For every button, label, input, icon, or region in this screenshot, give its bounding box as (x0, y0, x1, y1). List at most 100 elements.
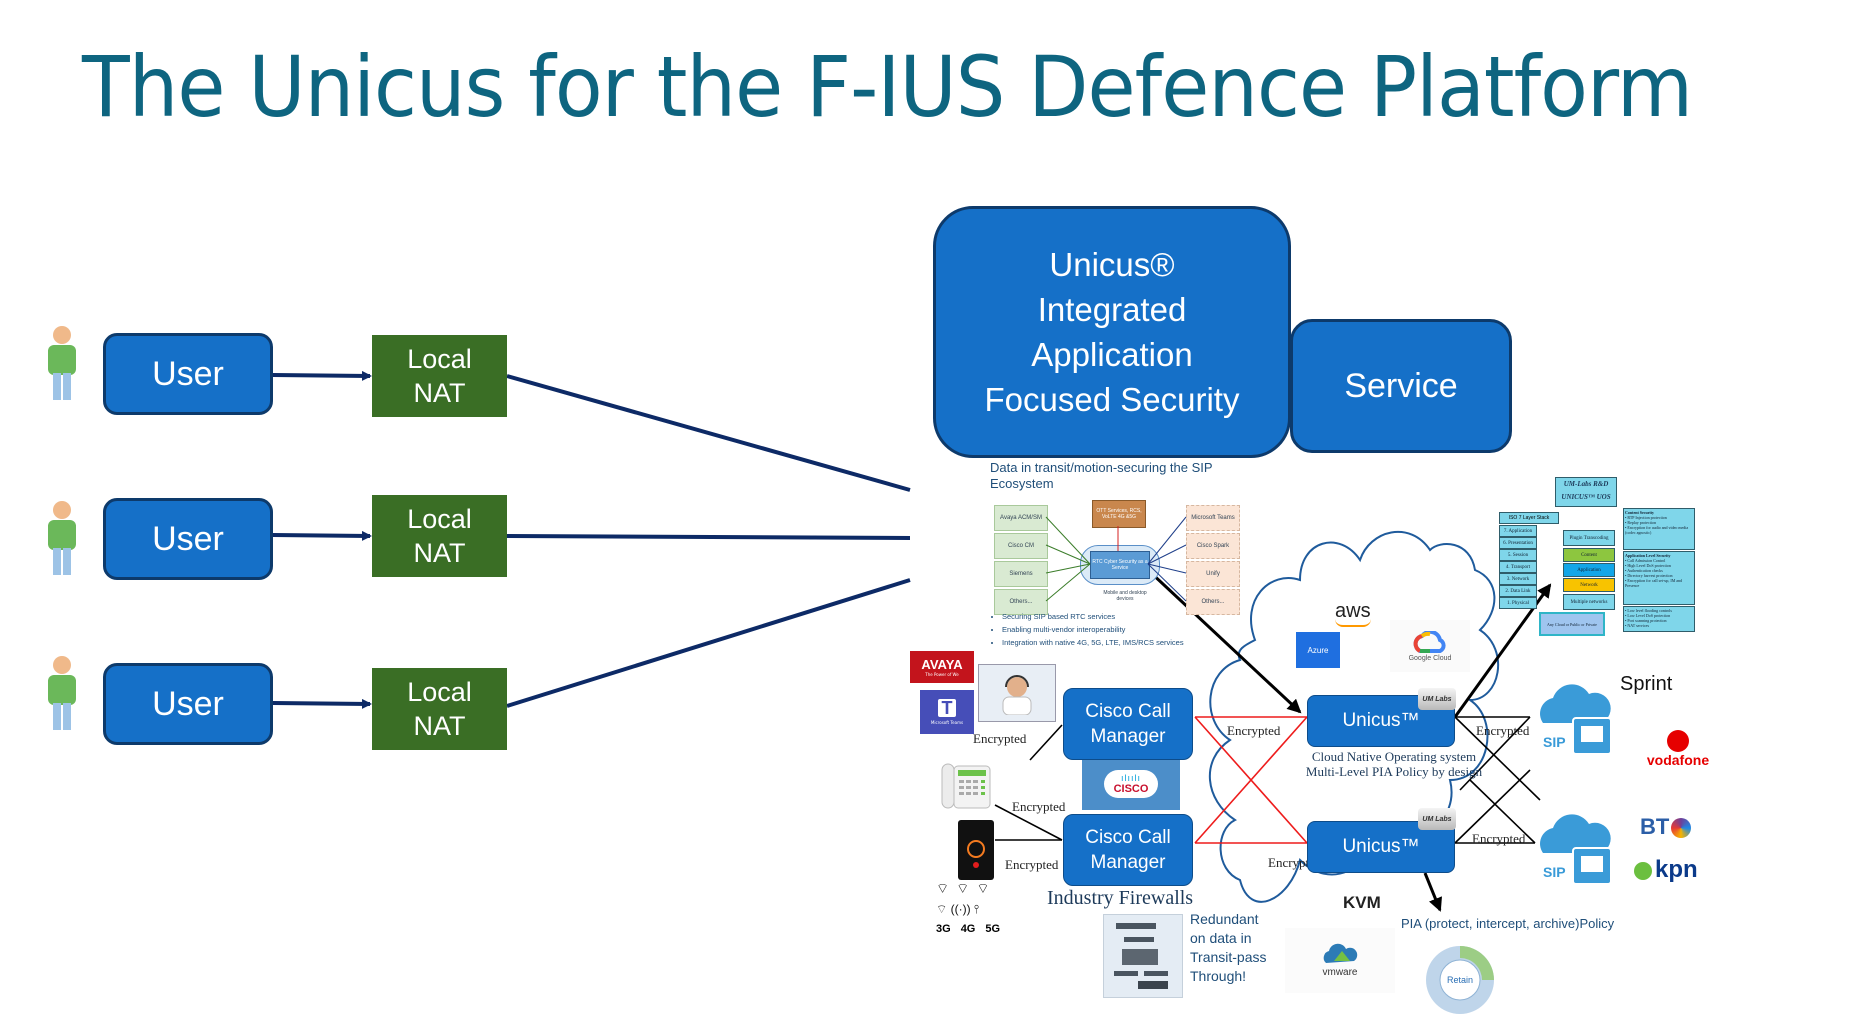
encrypted-label: Encrypted (1005, 857, 1059, 872)
nat-platform-line-3 (506, 578, 911, 708)
osi-layer: 1. Physical (1499, 597, 1537, 609)
security-item: Directory harvest protection (1627, 573, 1673, 578)
main-box-line3: Application (1031, 336, 1193, 373)
mobile-phone-icon (958, 820, 994, 880)
user-nat-arrow-1 (272, 370, 372, 381)
vendor-box: Avaya ACM/SM (994, 505, 1048, 531)
slide-title: The Unicus for the F-IUS Defence Platfor… (82, 38, 1693, 136)
unicus-layer: Network (1563, 578, 1615, 592)
content-security-box: Content Security • RTP Injection protect… (1623, 508, 1695, 550)
vendor-box: Cisco CM (994, 533, 1048, 559)
kpn-logo-text: kpn (1655, 856, 1698, 883)
security-item: Call Admission Control (1627, 558, 1666, 563)
headset-agent-image (978, 664, 1056, 722)
encrypted-label: Encrypted (1227, 723, 1281, 738)
app-security-heading: Application Level Security (1625, 553, 1671, 558)
nat-label-line2: NAT (413, 711, 466, 741)
main-box-line1: Unicus® (1049, 246, 1175, 283)
vmware-logo: vmware (1285, 928, 1395, 993)
security-item: Replay protection (1627, 520, 1656, 525)
avaya-logo: AVAYA The Power of We (910, 651, 974, 683)
vendor-box: Unify (1186, 561, 1240, 587)
cisco-logo-text: CISCO (1113, 783, 1149, 795)
sip-panel-links (1045, 516, 1187, 602)
person-icon (42, 323, 82, 403)
unicus-layer: Content (1563, 548, 1615, 562)
cloud-outline (1208, 531, 1499, 903)
osi-stack-title: ISO 7 Layer Stack (1499, 512, 1559, 524)
security-item: Low Level DoS protection (1627, 613, 1671, 618)
devices-label: Mobile and desktop devices (1103, 590, 1147, 602)
cisco-call-manager-box: Cisco Call Manager (1063, 688, 1193, 760)
firewall-note-line: Through! (1190, 968, 1247, 984)
person-icon (42, 498, 82, 578)
main-box-line2: Integrated (1037, 291, 1187, 328)
uos-title-line2: UNICUS™ UOS (1561, 493, 1611, 501)
firewall-diagram-image (1103, 914, 1183, 998)
security-item: Authentication checks (1627, 568, 1663, 573)
user-box: User (103, 498, 273, 580)
retain-archive-logo: Retain (1420, 940, 1500, 1020)
wireless-generations-icon: ⌔⌔⌔ ⌔ ((·)) ⫯ 3G 4G 5G (936, 880, 1001, 935)
security-item: NAT services (1627, 623, 1649, 628)
vendor-box: Others... (1186, 589, 1240, 615)
aws-logo: aws (1335, 600, 1371, 627)
industry-firewalls-title: Industry Firewalls (1047, 887, 1194, 909)
sip-trunk-icon: SIP (1533, 678, 1623, 758)
application-security-box: Application Level Security • Call Admiss… (1623, 551, 1695, 605)
security-item: Encryption for call set-up, IM and Prese… (1625, 578, 1683, 588)
desk-phone-icon (940, 760, 992, 812)
sip-heading-line1: Data in transit/motion-securing the SIP (990, 460, 1213, 475)
security-item: Port scanning protection (1627, 618, 1667, 623)
avaya-logo-text: AVAYA (921, 657, 963, 672)
unicus-integrated-security-box: Unicus® Integrated Application Focused S… (933, 206, 1291, 458)
uos-architecture-panel: UM-Labs R&D UNICUS™ UOS ISO 7 Layer Stac… (1495, 470, 1725, 640)
osi-layer: 6. Presentation (1499, 537, 1537, 549)
security-item: Low level flooding controls (1627, 608, 1672, 613)
network-security-box: • Low level flooding controls • Low Leve… (1623, 606, 1695, 632)
azure-logo: Azure (1296, 632, 1340, 668)
vendor-box: Microsoft Teams (1186, 505, 1240, 531)
ccm-line1: Cisco Call (1085, 701, 1171, 722)
aws-logo-text: aws (1335, 600, 1371, 622)
teams-logo-text: Microsoft Teams (930, 720, 964, 725)
encrypted-crossing-links (1194, 716, 1308, 844)
sip-trunk-icon: SIP (1533, 808, 1623, 888)
osi-layer: 4. Transport (1499, 561, 1537, 573)
firewall-note-line: Redundant (1190, 911, 1259, 927)
person-icon (42, 653, 82, 733)
security-item: High Level DoS protection (1627, 563, 1671, 568)
sprint-logo: Sprint (1620, 673, 1673, 695)
security-item: Encryption for audio and video media (co… (1625, 525, 1689, 535)
google-cloud-text: Google Cloud (1408, 654, 1452, 662)
nat-label-line1: Local (407, 504, 472, 534)
kvm-logo: KVM (1343, 893, 1381, 912)
service-box: Service (1290, 319, 1512, 453)
sip-bullet: Integration with native 4G, 5G, LTE, IMS… (1002, 636, 1184, 649)
sip-bullet: Securing SIP based RTC services (1002, 610, 1184, 623)
cisco-logo: ılıılı CISCO (1082, 758, 1180, 810)
sip-label: SIP (1543, 864, 1566, 880)
bt-logo: BT (1640, 814, 1692, 840)
nat-label-line2: NAT (413, 538, 466, 568)
bt-logo-text: BT (1640, 814, 1670, 839)
vodafone-logo: vodafone (1638, 723, 1718, 775)
nat-label-line2: NAT (413, 378, 466, 408)
ott-services-box: OTT Services, RCS, VoLTE 4G &5G (1092, 500, 1146, 528)
sip-bullet: Enabling multi-vendor interoperability (1002, 623, 1184, 636)
uos-title-line1: UM-Labs R&D (1563, 480, 1609, 488)
nat-platform-line-1 (506, 374, 911, 492)
user-box: User (103, 663, 273, 745)
nat-label-line1: Local (407, 344, 472, 374)
osi-layer: 5. Session (1499, 549, 1537, 561)
vendor-box: Cisco Spark (1186, 533, 1240, 559)
um-labs-badge: UM Labs (1418, 688, 1456, 710)
content-security-heading: Content Security (1625, 510, 1654, 515)
any-cloud-box: Any Cloud or Public or Private (1539, 612, 1605, 636)
firewall-note-line: Transit-pass (1190, 949, 1267, 965)
user-nat-arrow-2 (272, 530, 372, 541)
nat-platform-line-2 (506, 534, 911, 540)
